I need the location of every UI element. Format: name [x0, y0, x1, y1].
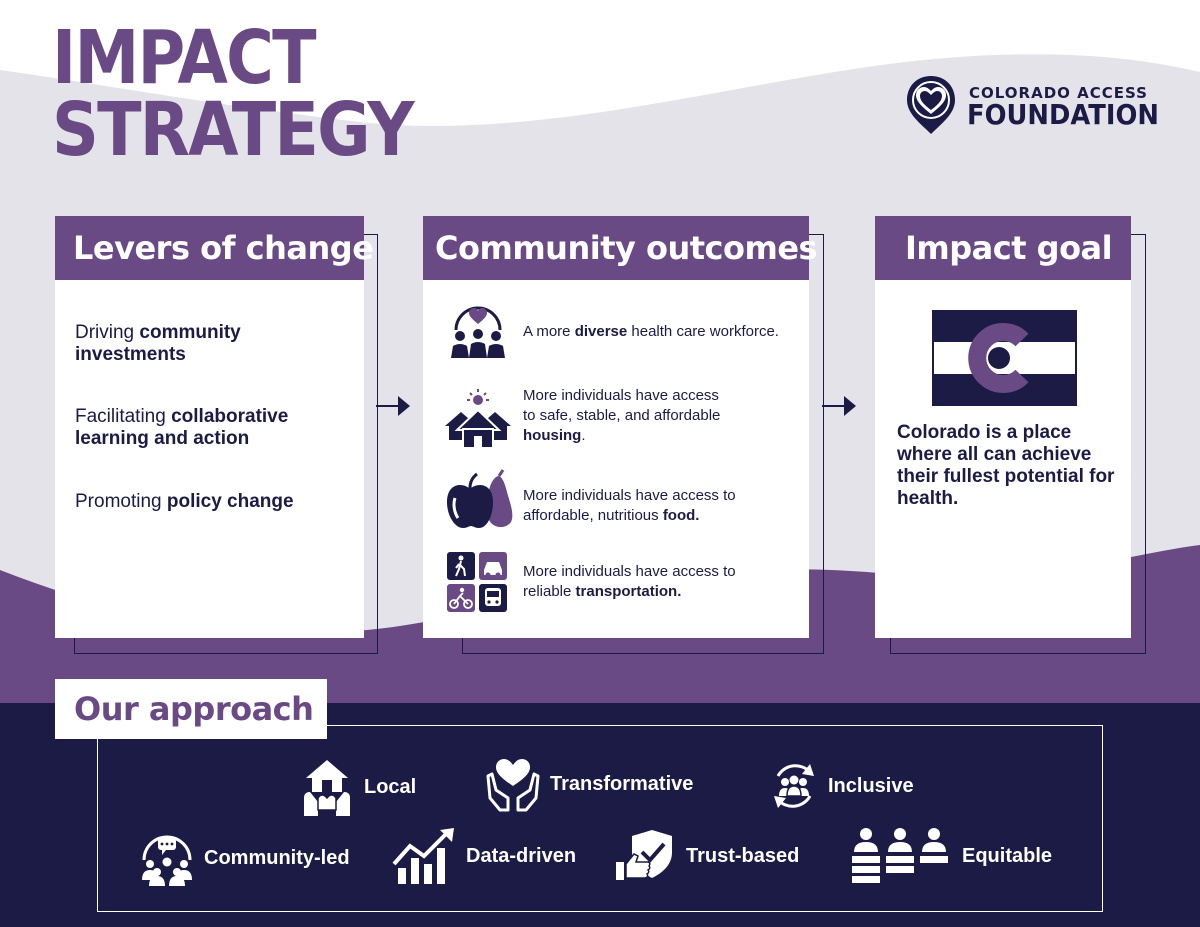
workforce-icon — [451, 306, 505, 358]
outcome-workforce: A more diverse health care workforce. — [523, 323, 779, 340]
lever-item-3: Promoting policy change — [75, 491, 294, 512]
approach-item-transformative: Transformative — [486, 756, 693, 812]
levers-card: Levers of change Driving community inves… — [55, 216, 374, 638]
goal-title: Impact goal — [875, 216, 1131, 280]
housing-icon — [445, 389, 511, 449]
page-title: IMPACT STRATEGY — [52, 15, 415, 173]
approach-label-trust-based: Trust-based — [686, 844, 800, 867]
title-line-1: IMPACT — [52, 15, 317, 101]
approach-label-inclusive: Inclusive — [828, 774, 914, 797]
foundation-logo: COLORADO ACCESS FOUNDATION — [905, 74, 1159, 136]
data-driven-icon — [392, 828, 454, 884]
outcome-food: More individuals have access to affordab… — [523, 487, 736, 524]
transportation-icon — [447, 552, 507, 612]
approach-label-community-led: Community-led — [204, 846, 350, 869]
heart-pin-icon — [907, 76, 955, 134]
equitable-icon — [852, 828, 948, 883]
approach-label-data-driven: Data-driven — [466, 844, 577, 867]
food-icon — [447, 469, 513, 528]
outcome-transportation: More individuals have access to reliable… — [523, 563, 736, 600]
lever-item-1: Driving community investments — [75, 322, 241, 365]
goal-card: Impact goal Colorado is a place where al… — [875, 216, 1131, 638]
approach-item-local: Local — [300, 758, 416, 816]
lever-item-2: Facilitating collaborative learning and … — [75, 406, 289, 449]
levers-title: Levers of change — [55, 216, 374, 280]
approach-item-trust-based: Trust-based — [614, 828, 799, 884]
goal-statement: Colorado is a place where all can achiev… — [897, 422, 1115, 509]
arrow-right-icon — [822, 396, 856, 416]
logo-line-2: FOUNDATION — [967, 98, 1159, 131]
colorado-flag-icon — [932, 310, 1077, 406]
outcome-housing: More individuals have access to safe, st… — [523, 387, 721, 444]
outcomes-card: Community outcomes A more diverse health… — [423, 216, 818, 638]
title-line-2: STRATEGY — [52, 87, 415, 173]
arrow-right-icon — [376, 396, 410, 416]
approach-item-data-driven: Data-driven — [392, 828, 576, 884]
approach-label-transformative: Transformative — [550, 772, 694, 795]
approach-title: Our approach — [55, 679, 327, 739]
approach-label-local: Local — [364, 775, 417, 798]
approach-box — [97, 725, 1103, 912]
outcomes-title: Community outcomes — [423, 216, 818, 280]
approach-label-equitable: Equitable — [962, 844, 1053, 867]
local-icon — [304, 760, 350, 816]
inclusive-icon — [774, 764, 814, 808]
approach-item-community-led: Community-led — [140, 830, 350, 886]
community-led-icon — [142, 835, 192, 886]
approach-item-inclusive: Inclusive — [770, 760, 914, 812]
transformative-icon — [486, 759, 540, 812]
approach-item-equitable: Equitable — [850, 826, 1052, 886]
logo-line-1: COLORADO ACCESS — [969, 84, 1148, 102]
trust-based-icon — [616, 830, 672, 880]
